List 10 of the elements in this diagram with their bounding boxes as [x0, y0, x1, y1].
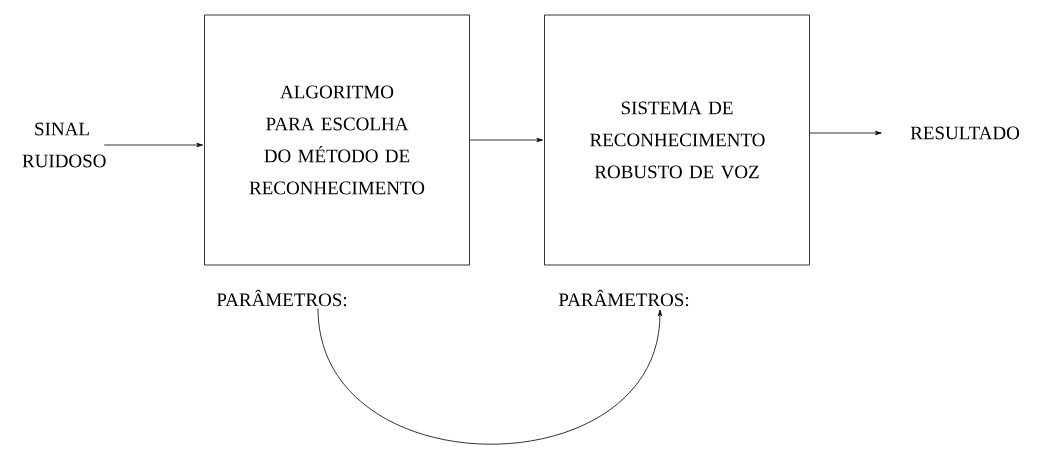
process-box: ALGORITMO PARA ESCOLHA DO MÉTODO DE RECONHECIMENTO — [204, 14, 470, 266]
arrow — [469, 137, 543, 143]
arrow — [809, 130, 882, 136]
process-box: SISTEMA DE RECONHECIMENTO ROBUSTO DE VOZ — [544, 14, 810, 266]
signal-label: RESULTADO — [910, 126, 1020, 140]
arrow — [103, 142, 203, 148]
parameter-label: PARÂMETROS: — [216, 289, 347, 307]
signal-label: SINAL RUIDOSO — [22, 122, 106, 168]
arrow — [317, 308, 663, 445]
parameter-label: PARÂMETROS: — [558, 289, 689, 307]
